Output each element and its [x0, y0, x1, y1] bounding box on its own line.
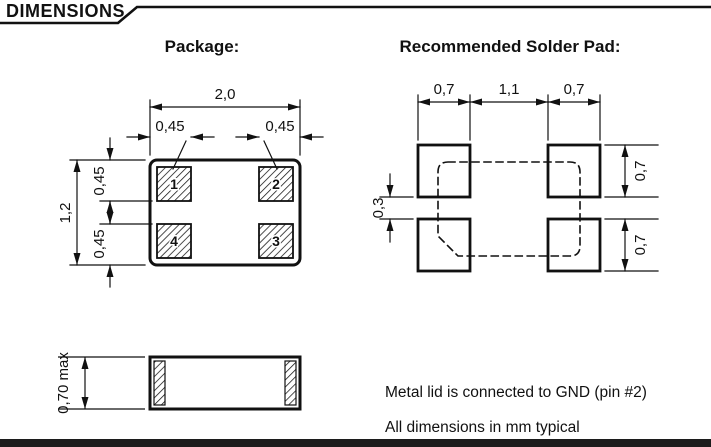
solder-pad-heading: Recommended Solder Pad: — [399, 37, 620, 56]
package-pad-4: 4 — [156, 223, 192, 259]
solder-pad-top-left — [416, 143, 472, 199]
solder-pad-top-right — [546, 143, 602, 199]
dim-label-solder-pad-height-bottom: 0,7 — [632, 235, 649, 256]
package-outline-dashed — [437, 161, 581, 257]
pad-number-3: 3 — [272, 233, 280, 249]
pad-number-1: 1 — [170, 176, 178, 192]
bottom-frame-bar — [0, 439, 711, 447]
dim-label-body-width: 2,0 — [215, 86, 236, 103]
package-side-view: 0,70 max — [55, 352, 302, 414]
dim-label-body-height: 1,2 — [57, 203, 74, 224]
dim-label-pad-height-top: 0,45 — [91, 166, 108, 195]
dim-solder-top — [417, 94, 601, 141]
dim-label-side-height: 0,70 max — [55, 352, 72, 414]
page-title: DIMENSIONS — [6, 1, 125, 21]
package-pad-3: 3 — [258, 223, 294, 259]
dim-label-pad-width-right: 0,45 — [265, 118, 294, 135]
header-rule — [0, 5, 711, 25]
pad-number-4: 4 — [170, 233, 178, 249]
note-metal-lid: Metal lid is connected to GND (pin #2) — [385, 384, 647, 401]
dim-side-height — [58, 356, 145, 410]
package-pad-1: 1 — [156, 166, 192, 202]
dim-label-pad-height-bottom: 0,45 — [91, 229, 108, 258]
solder-pad-bottom-right — [546, 217, 602, 273]
side-view-end-metallization-left — [153, 360, 166, 406]
side-view-end-metallization-right — [284, 360, 297, 406]
solder-pad-view: 0,7 1,1 0,7 0,3 0,7 0,7 — [370, 81, 659, 273]
dim-label-solder-pad-height-top: 0,7 — [632, 161, 649, 182]
dim-pad-width-left — [126, 133, 215, 170]
dim-pad-height-bottom — [99, 201, 153, 288]
dim-body-width — [149, 99, 301, 156]
page-header: DIMENSIONS — [0, 1, 711, 25]
dim-label-solder-pad-width-right: 0,7 — [564, 81, 585, 98]
dim-solder-pad-heights — [604, 144, 659, 272]
package-pad-2: 2 — [258, 166, 294, 202]
package-top-view: 1 2 4 3 2,0 0,45 — [57, 86, 324, 288]
dim-label-solder-gap-height: 0,3 — [370, 198, 387, 219]
dim-label-pad-width-left: 0,45 — [155, 118, 184, 135]
dim-pad-width-right — [235, 133, 324, 170]
note-units: All dimensions in mm typical — [385, 419, 580, 436]
dim-label-solder-pad-width-left: 0,7 — [434, 81, 455, 98]
pad-number-2: 2 — [272, 176, 280, 192]
package-heading: Package: — [165, 37, 240, 56]
solder-pad-bottom-left — [416, 217, 472, 273]
side-view-body — [148, 355, 302, 411]
dim-solder-gap-height — [379, 173, 414, 243]
dim-label-solder-gap-width: 1,1 — [499, 81, 520, 98]
